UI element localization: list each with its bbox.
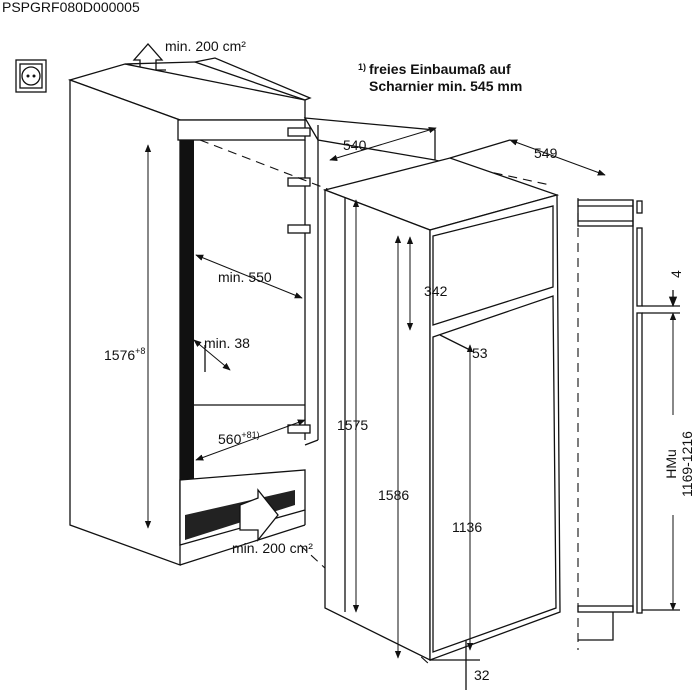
cabinet-height-label: 1576+8 (104, 346, 145, 363)
footnote-line2: Scharnier min. 545 mm (369, 78, 522, 94)
freezer-door-label: 342 (424, 283, 448, 299)
side-view-drawing (577, 198, 643, 650)
hmu-range-label: 1169-1216 (679, 431, 695, 497)
depth-label: 549 (534, 145, 558, 161)
power-socket-icon (15, 59, 47, 93)
bottom-ventilation-label: min. 200 cm² (232, 540, 313, 556)
cabinet-drawing (67, 57, 436, 566)
top-ventilation-label: min. 200 cm² (165, 38, 246, 54)
gap-label: 4 (668, 270, 684, 278)
fridge-door-label: 1136 (452, 519, 482, 535)
door-gap-label: 53 (472, 345, 488, 361)
cabinet-width-label: 560+81) (218, 430, 260, 447)
depth-top-label: 540 (343, 137, 367, 153)
hmu-label: HMu (663, 449, 679, 479)
footnote: 1)freies Einbaumaß auf (358, 61, 511, 77)
drawing-code: PSPGRF080D000005 (2, 0, 140, 15)
ventilation-in-arrow-icon (239, 488, 279, 542)
bottom-offset-label: 32 (474, 667, 490, 683)
body-height-label: 1575 (337, 417, 368, 433)
appliance-drawing (322, 157, 561, 662)
inner-width-label: min. 550 (218, 269, 272, 285)
niche-depth-label: min. 38 (204, 335, 250, 351)
total-height-label: 1586 (378, 487, 409, 503)
